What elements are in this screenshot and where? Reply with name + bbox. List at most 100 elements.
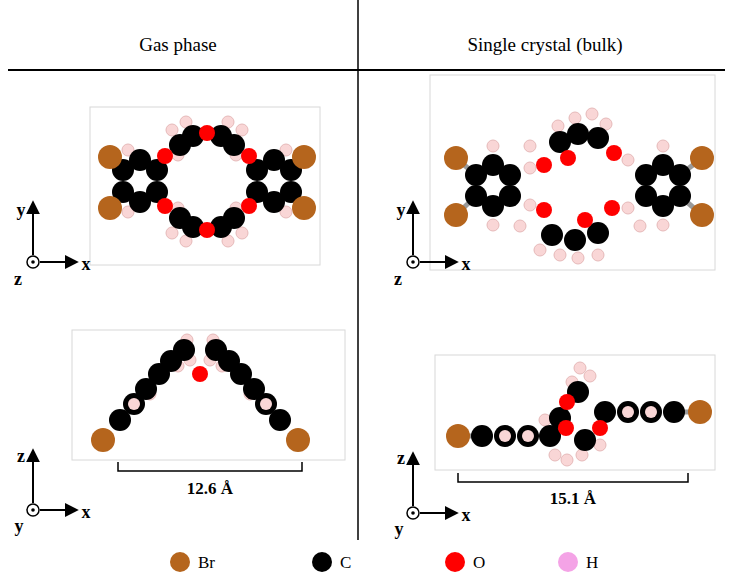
axis-label: y [15, 517, 24, 535]
atom [98, 196, 122, 220]
atom [559, 394, 575, 410]
axis-label: y [17, 201, 26, 219]
atom [574, 362, 586, 374]
atom [446, 424, 470, 448]
legend-label: C [340, 554, 351, 571]
atom [241, 148, 257, 164]
atom [524, 140, 536, 152]
atom [536, 157, 552, 173]
atom [622, 154, 634, 166]
atom [487, 140, 499, 152]
atom [587, 127, 609, 149]
atom [487, 219, 499, 231]
axis-label: z [397, 449, 405, 467]
atom [604, 200, 620, 216]
atom [236, 227, 248, 239]
dimension-label: 15.1 Å [550, 490, 596, 507]
atom [622, 406, 634, 418]
atom [514, 220, 526, 232]
atom [444, 146, 468, 170]
atom [522, 430, 534, 442]
atom [584, 370, 596, 382]
atom [255, 393, 277, 415]
atom [567, 123, 589, 145]
axis-label: y [397, 201, 406, 219]
legend-swatch [445, 552, 465, 572]
axis-label: x [462, 506, 471, 524]
axis-label: x [82, 503, 91, 521]
atom [444, 203, 468, 227]
axis-label: x [462, 255, 471, 273]
atom [586, 108, 598, 120]
atom [657, 140, 669, 152]
atom [292, 196, 316, 220]
atom [236, 124, 248, 136]
atom [536, 202, 552, 218]
atom [561, 454, 573, 466]
legend-label: Br [198, 554, 215, 571]
legend-swatch [558, 552, 578, 572]
atom [173, 339, 195, 361]
atom [471, 425, 493, 447]
atom [499, 430, 511, 442]
atom [157, 198, 173, 214]
image-frames [72, 75, 715, 470]
molecule-models [91, 108, 714, 466]
atom [669, 164, 691, 186]
atom [223, 207, 245, 229]
table-rules [8, 0, 725, 540]
legend-label: H [586, 554, 598, 571]
dimension-label: 12.6 Å [187, 480, 233, 497]
legend-swatch [312, 552, 332, 572]
axis-label: z [14, 270, 22, 288]
atom [592, 420, 608, 436]
atom [690, 146, 714, 170]
atom [286, 428, 310, 452]
atom [552, 120, 564, 132]
atom [157, 148, 173, 164]
atom [645, 406, 657, 418]
atom [517, 425, 539, 447]
atom [569, 112, 581, 124]
atom [663, 401, 685, 423]
atom [549, 449, 561, 461]
atom [564, 229, 586, 251]
atom [494, 425, 516, 447]
atom [617, 401, 639, 423]
atom [166, 124, 178, 136]
atom [606, 145, 622, 161]
atom [688, 400, 712, 424]
axis-label: z [17, 447, 25, 465]
atom [128, 398, 140, 410]
axis-triads [27, 203, 456, 519]
atom [558, 420, 574, 436]
atom [657, 219, 669, 231]
atom [554, 249, 566, 261]
atom [577, 212, 593, 228]
atom [524, 162, 536, 174]
atom [690, 203, 714, 227]
atom [199, 222, 215, 238]
atom [634, 220, 646, 232]
atom [560, 150, 576, 166]
atom [98, 145, 122, 169]
legend-swatch [170, 552, 190, 572]
atom [123, 393, 145, 415]
atom [594, 401, 616, 423]
atom [292, 145, 316, 169]
atom [199, 125, 215, 141]
atom [592, 249, 604, 261]
atom [574, 429, 596, 451]
atom [205, 339, 227, 361]
atom [499, 164, 521, 186]
atom [572, 252, 584, 264]
atom [241, 198, 257, 214]
atom [260, 398, 272, 410]
atom [499, 185, 521, 207]
atom [534, 244, 546, 256]
axis-label: y [395, 520, 404, 538]
axis-label: x [82, 255, 91, 273]
atom [541, 224, 563, 246]
atom [166, 227, 178, 239]
